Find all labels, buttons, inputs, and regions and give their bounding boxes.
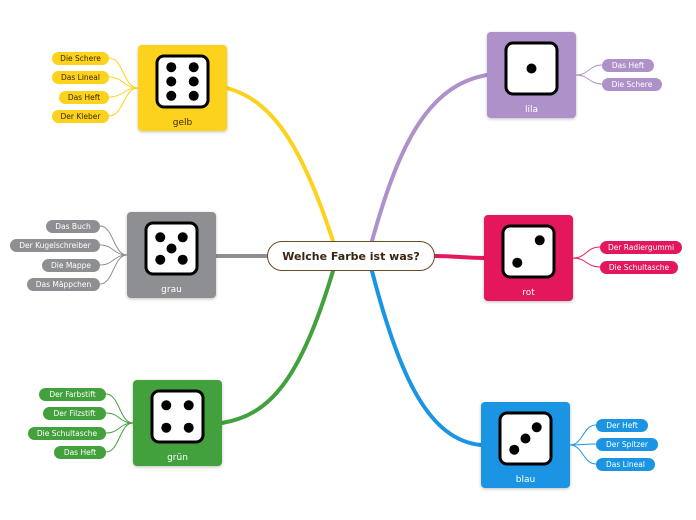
central-topic[interactable]: Welche Farbe ist was? <box>267 241 435 271</box>
branch-line-blau <box>370 269 483 447</box>
dice-pip <box>188 76 199 87</box>
sub-line-gruen-4 <box>105 422 134 453</box>
sub-line-blau-1 <box>569 424 597 446</box>
subtopic-rot-2[interactable]: Die Schultasche <box>600 261 678 274</box>
subtopic-grau-2[interactable]: Der Kugelschreiber <box>10 239 100 252</box>
subtopic-gruen-3[interactable]: Die Schultasche <box>28 427 106 440</box>
dice-pip <box>183 422 194 433</box>
subtopic-rot-1[interactable]: Der Radiergummi <box>600 241 682 254</box>
dice-pip <box>509 444 520 455</box>
dice-pip <box>188 62 199 73</box>
subtopic-gelb-1[interactable]: Die Schere <box>52 52 109 65</box>
dice-one-icon <box>504 41 559 96</box>
dice-pip <box>166 243 177 254</box>
dice-pip <box>166 76 177 87</box>
subtopic-gelb-2[interactable]: Das Lineal <box>52 71 109 84</box>
dice-pip <box>161 400 172 411</box>
subtopic-grau-1[interactable]: Das Buch <box>46 220 100 233</box>
dice-pip <box>512 257 523 268</box>
dice-pip <box>188 90 199 101</box>
topic-rot[interactable]: rot <box>484 215 573 301</box>
dice-pip <box>177 232 188 243</box>
branch-line-lila <box>370 73 489 243</box>
sub-line-lila-1 <box>575 64 603 76</box>
subtopic-gelb-3[interactable]: Das Heft <box>59 91 109 104</box>
subtopic-gruen-2[interactable]: Der Filzstift <box>43 407 106 420</box>
topic-gruen-label: grün <box>167 453 188 463</box>
dice-pip <box>161 422 172 433</box>
dice-pip <box>155 254 166 265</box>
subtopic-gelb-4[interactable]: Der Kleber <box>52 110 109 123</box>
topic-blau-label: blau <box>515 475 536 485</box>
dice-pip <box>520 433 531 444</box>
dice-pip <box>526 63 537 74</box>
dice-four-icon <box>150 389 205 444</box>
sub-line-gruen-1 <box>105 393 134 424</box>
dice-pip <box>531 422 542 433</box>
dice-pip <box>177 254 188 265</box>
subtopic-grau-3[interactable]: Die Mappe <box>42 259 100 272</box>
dice-six-icon <box>155 54 210 109</box>
dice-pip <box>166 62 177 73</box>
sub-line-grau-2 <box>99 244 128 256</box>
dice-pip <box>155 232 166 243</box>
sub-line-gelb-4 <box>108 87 139 117</box>
subtopic-gruen-4[interactable]: Das Heft <box>54 446 106 459</box>
subtopic-lila-2[interactable]: Die Schere <box>602 78 662 91</box>
subtopic-blau-3[interactable]: Das Lineal <box>596 458 655 471</box>
topic-blau[interactable]: blau <box>481 402 570 488</box>
topic-grau[interactable]: grau <box>127 212 216 298</box>
subtopic-blau-1[interactable]: Der Heft <box>596 419 648 432</box>
branch-line-gelb <box>225 86 335 243</box>
branch-line-gruen <box>220 269 335 425</box>
topic-gelb[interactable]: gelb <box>138 45 227 131</box>
dice-three-icon <box>498 411 553 466</box>
topic-gruen[interactable]: grün <box>133 380 222 466</box>
topic-grau-label: grau <box>161 285 182 295</box>
topic-rot-label: rot <box>522 288 535 298</box>
sub-line-rot-2 <box>572 257 601 268</box>
sub-line-rot-1 <box>572 246 601 259</box>
topic-lila[interactable]: lila <box>487 32 576 118</box>
subtopic-grau-4[interactable]: Das Mäppchen <box>27 278 100 291</box>
branch-line-rot <box>433 254 486 260</box>
dice-pip <box>166 90 177 101</box>
dice-five-icon <box>144 221 199 276</box>
sub-line-gruen-2 <box>105 412 134 424</box>
subtopic-blau-2[interactable]: Der Spitzer <box>596 438 658 451</box>
sub-line-blau-3 <box>569 444 597 465</box>
sub-line-grau-4 <box>99 254 128 285</box>
sub-line-gelb-2 <box>108 76 139 89</box>
sub-line-lila-2 <box>575 74 603 85</box>
sub-line-grau-1 <box>99 225 128 256</box>
dice-pip <box>534 235 545 246</box>
subtopic-gruen-1[interactable]: Der Farbstift <box>39 388 106 401</box>
topic-lila-label: lila <box>524 105 539 115</box>
sub-line-gelb-1 <box>108 57 139 89</box>
topic-gelb-label: gelb <box>172 118 193 128</box>
dice-two-icon <box>501 224 556 279</box>
dice-pip <box>183 400 194 411</box>
subtopic-lila-1[interactable]: Das Heft <box>602 59 654 72</box>
